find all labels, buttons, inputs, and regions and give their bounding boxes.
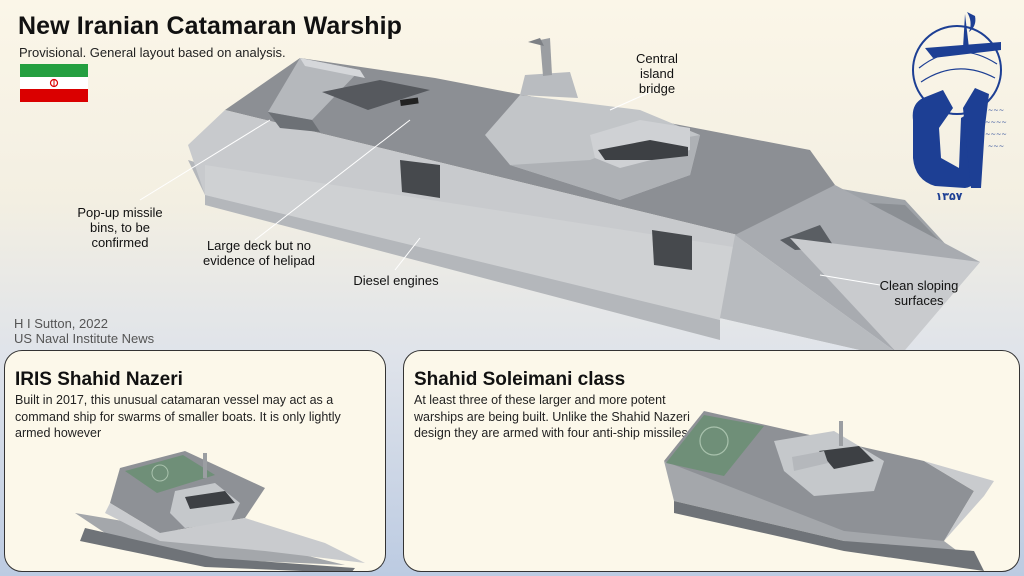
callout-large-deck: Large deck but no evidence of helipad bbox=[202, 238, 316, 268]
callout-diesel-engines: Diesel engines bbox=[353, 273, 439, 288]
callout-sloping-surfaces: Clean sloping surfaces bbox=[879, 278, 959, 308]
callout-missile-bins: Pop-up missile bins, to be confirmed bbox=[77, 205, 163, 250]
panel-title-soleimani: Shahid Soleimani class bbox=[414, 369, 626, 390]
svg-text:~~~: ~~~ bbox=[988, 142, 1004, 150]
credit-publisher: US Naval Institute News bbox=[14, 331, 155, 346]
panel-shahid-soleimani: Shahid Soleimani class At least three of… bbox=[403, 350, 1020, 572]
svg-text:~~~~: ~~~~ bbox=[985, 118, 1007, 126]
shahid-nazeri-illustration bbox=[75, 451, 365, 571]
callout-central-bridge: Central island bridge bbox=[636, 51, 678, 96]
credit-author: H I Sutton, 2022 bbox=[14, 316, 108, 331]
svg-text:۱۳۵۷: ۱۳۵۷ bbox=[936, 190, 963, 203]
iran-flag-icon bbox=[20, 64, 88, 102]
svg-text:~~~: ~~~ bbox=[988, 106, 1004, 114]
panel-text-soleimani: At least three of these larger and more … bbox=[414, 393, 690, 440]
shahid-soleimani-illustration bbox=[664, 411, 994, 571]
svg-text:~~~~: ~~~~ bbox=[985, 130, 1007, 138]
page-subtitle: Provisional. General layout based on ana… bbox=[19, 45, 286, 60]
page-title: New Iranian Catamaran Warship bbox=[18, 12, 403, 40]
panel-shahid-nazeri: IRIS Shahid Nazeri Built in 2017, this u… bbox=[4, 350, 386, 572]
panel-text-nazeri: Built in 2017, this unusual catamaran ve… bbox=[15, 393, 341, 440]
irgc-emblem-icon: ~~~ ~~~~ ~~~~ ~~~ ۱۳۵۷ bbox=[912, 12, 1007, 203]
panel-title-nazeri: IRIS Shahid Nazeri bbox=[15, 369, 183, 390]
